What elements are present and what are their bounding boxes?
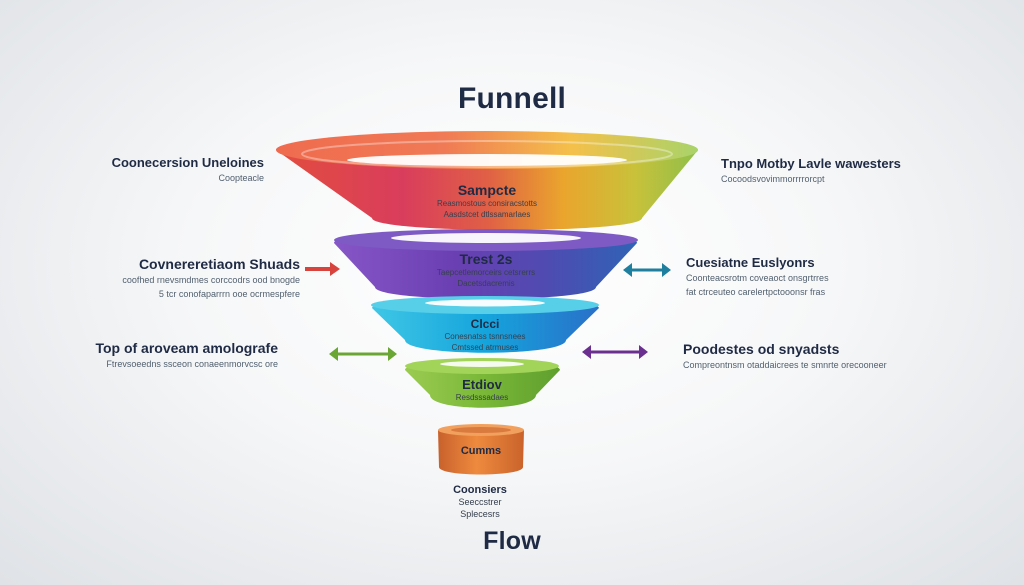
left-label-3-title: Top of aroveam amolografe bbox=[95, 340, 278, 356]
funnel-stage-1 bbox=[276, 131, 698, 230]
funnel-stage-5 bbox=[438, 424, 524, 475]
double-arrow-icon bbox=[329, 347, 397, 361]
stage-3-text: Clcci Conesnatss tsnnsnees Cmtssed atrmu… bbox=[405, 317, 565, 353]
stage-3-label: Clcci bbox=[470, 317, 500, 331]
left-label-1-sub-1: Coopteacle bbox=[218, 173, 264, 184]
right-label-1: Tnpo Motby Lavle wawesters Cocoodsvovimm… bbox=[721, 156, 901, 185]
stage-4-subline-1: Resdsssadaes bbox=[455, 393, 509, 402]
below-bucket-text: Coonsiers Seeccstrer Splecesrs bbox=[420, 484, 540, 520]
stage-1-text: Sampcte Reasmostous consiracstotts Aasds… bbox=[387, 182, 587, 220]
below-bucket-subline-2: Splecesrs bbox=[460, 508, 500, 519]
right-label-3-title: Poodestes od snyadsts bbox=[683, 341, 840, 357]
left-label-2: Covnereretiaom Shuads coofhed rnevsmdmes… bbox=[100, 256, 300, 299]
below-bucket-subline-1: Seeccstrer bbox=[458, 497, 502, 507]
arrow-head bbox=[330, 262, 340, 276]
right-label-2: Cuesiatne Euslyonrs Coonteacsrotm coveao… bbox=[686, 255, 866, 297]
stage-1-subline-2: Aasdstcet dtlssamarlaes bbox=[443, 209, 531, 219]
diagram-title: Funnell bbox=[457, 82, 567, 115]
stage-1-subline-1: Reasmostous consiracstotts bbox=[436, 199, 538, 208]
left-label-2-sub-2: 5 tcr conofaparrrn ooe ocrmespfere bbox=[158, 288, 300, 299]
below-bucket-label: Coonsiers bbox=[453, 484, 507, 496]
right-label-3: Poodestes od snyadsts Compreontnsm otadd… bbox=[683, 341, 913, 371]
left-label-2-sub-1: coofhed rnevsmdmes corccodrs ood bnogde bbox=[122, 275, 300, 286]
right-label-2-title: Cuesiatne Euslyonrs bbox=[686, 255, 815, 270]
stage-5-text: Cumms bbox=[431, 445, 531, 457]
left-label-3-sub-1: Ftrevsoeedns ssceon conaeenmorvcsc ore bbox=[106, 359, 278, 370]
left-label-2-title: Covnereretiaom Shuads bbox=[138, 256, 300, 272]
funnel-stage-4 bbox=[405, 358, 560, 408]
stage-2-subline-1: Taepcetlemorceirs cetsrerrs bbox=[436, 268, 536, 277]
stage-4-label: Etdiov bbox=[462, 377, 502, 392]
stage-2-label: Trest 2s bbox=[459, 251, 513, 267]
diagram-footer: Flow bbox=[483, 527, 541, 555]
stage-1-label: Sampcte bbox=[457, 182, 517, 198]
stage-4-text: Etdiov Resdsssadaes bbox=[422, 377, 542, 403]
left-label-1-title: Coonecersion Uneloines bbox=[111, 155, 264, 170]
double-arrow-icon bbox=[582, 345, 648, 359]
right-arrow-icon bbox=[305, 262, 340, 276]
funnel-stage-3 bbox=[371, 296, 599, 353]
double-arrow-icon bbox=[623, 263, 671, 277]
right-label-3-sub-1: Compreontnsm otaddaicrees te smnrte orec… bbox=[683, 360, 887, 371]
stage-5-label: Cumms bbox=[460, 445, 502, 457]
stage-2-text: Trest 2s Taepcetlemorceirs cetsrerrs Dac… bbox=[386, 251, 586, 289]
right-label-2-sub-1: Coonteacsrotm coveaoct onsgrtrres bbox=[686, 273, 829, 284]
stage-3-subline-2: Cmtssed atrmuses bbox=[451, 342, 519, 352]
right-label-1-title: Tnpo Motby Lavle wawesters bbox=[721, 156, 901, 171]
funnel-stage-2 bbox=[334, 229, 638, 299]
stage-3-subline-1: Conesnatss tsnnsnees bbox=[444, 332, 526, 341]
right-label-2-sub-2: fat ctrceuteo carelertpctooonsr fras bbox=[686, 286, 826, 297]
right-label-1-sub-1: Cocoodsvovimmorrrrorcpt bbox=[721, 174, 825, 185]
left-label-3: Top of aroveam amolografe Ftrevsoeedns s… bbox=[76, 340, 278, 370]
stage-2-subline-2: Dacetsdacremis bbox=[457, 278, 515, 288]
left-label-1: Coonecersion Uneloines Coopteacle bbox=[92, 155, 264, 184]
